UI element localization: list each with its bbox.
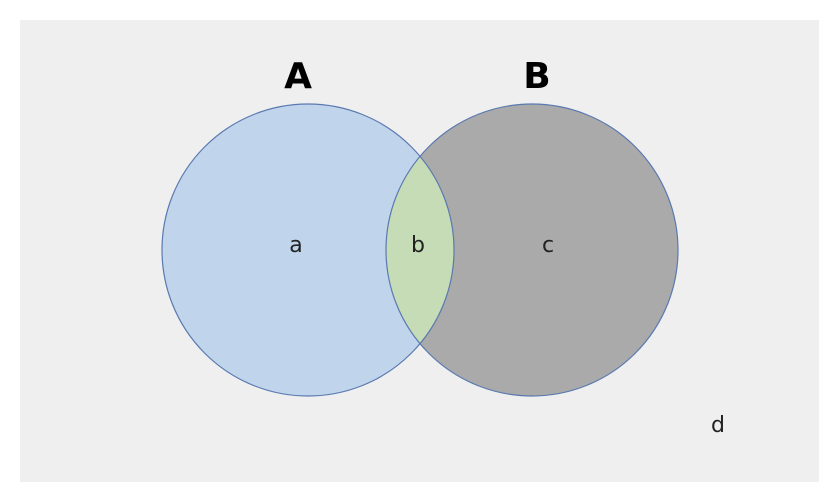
region-a-label: a [289,233,302,258]
set-b-outline [385,103,679,397]
region-b-label: b [411,233,425,258]
set-b-label: B [523,56,550,97]
set-a-circle [162,104,454,396]
region-d-label: d [711,413,725,438]
region-c-label: c [542,233,554,258]
set-a-outline [161,103,455,397]
set-b-circle [386,104,678,396]
set-a-label: A [284,56,312,97]
